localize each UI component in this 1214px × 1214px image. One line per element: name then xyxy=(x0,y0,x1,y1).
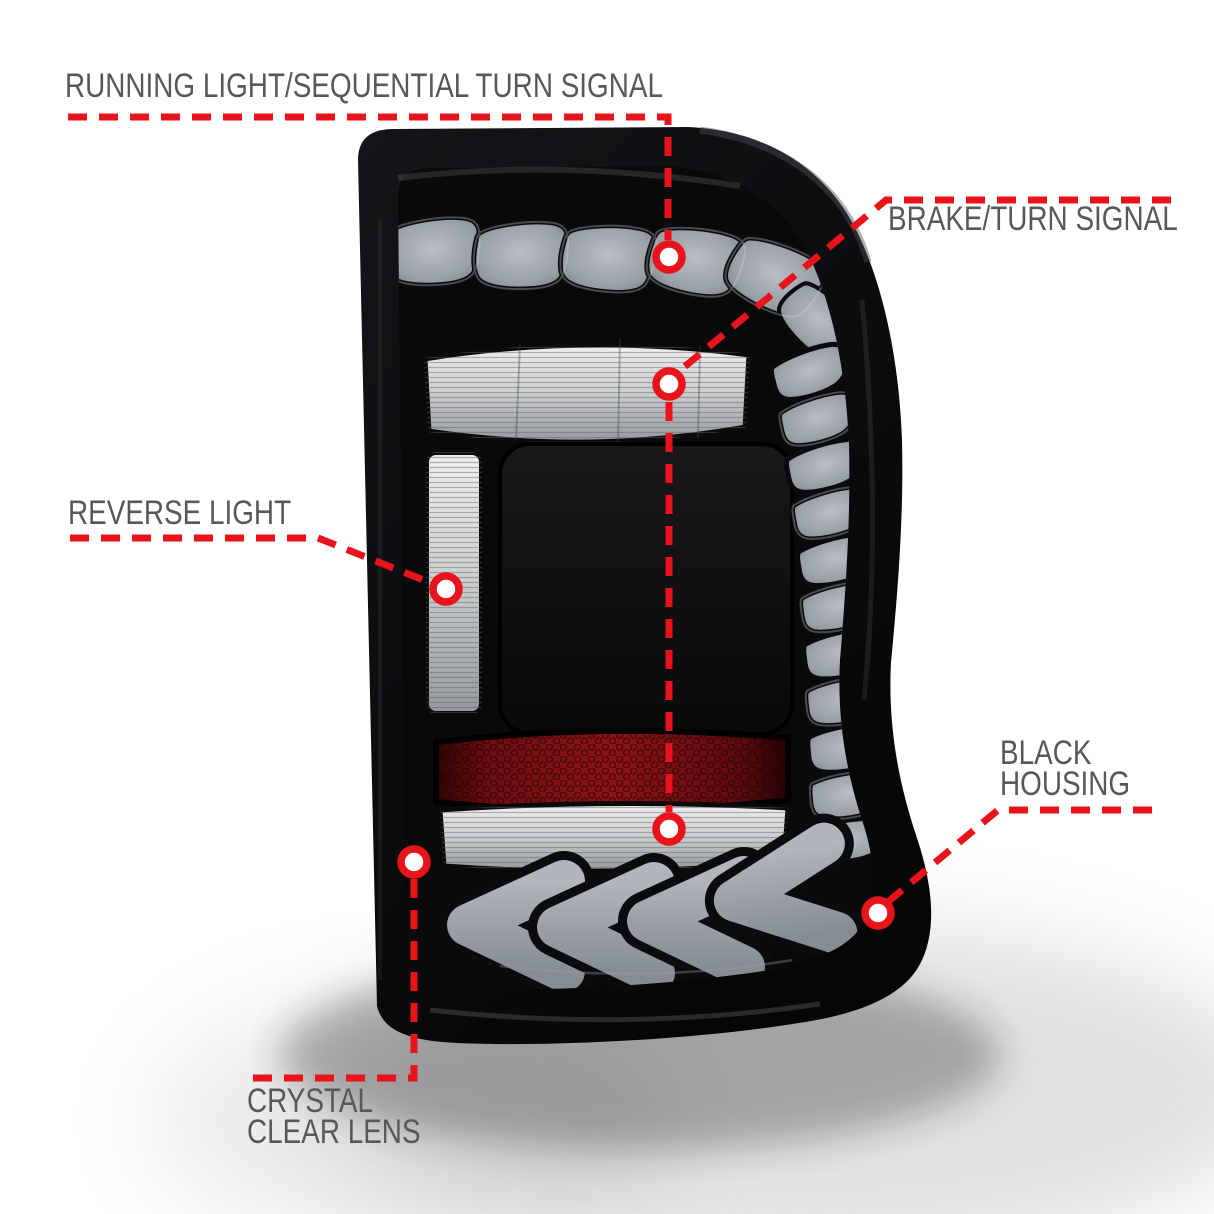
callout-label-text: BRAKE/TURN SIGNAL xyxy=(888,200,1178,238)
leader-line-crystal-clear-lens xyxy=(248,879,418,1082)
callout-label-text-line2: HOUSING xyxy=(1000,765,1131,803)
leader-line-brake-turn-upper xyxy=(674,196,1171,376)
housing-gloss-highlights xyxy=(378,126,876,1023)
brake-turn-signal-band xyxy=(420,337,754,447)
callout-dot-black-housing xyxy=(861,896,895,930)
callout-label-crystal-clear-lens: CRYSTAL CLEAR LENS xyxy=(247,1082,421,1151)
leader-line-running-light xyxy=(68,113,672,240)
callout-label-text-line1: CRYSTAL xyxy=(247,1082,374,1120)
red-reflector-band xyxy=(433,727,791,814)
leader-line-reverse-light xyxy=(70,534,433,587)
callout-label-black-housing: BLACK HOUSING xyxy=(1000,734,1131,803)
callout-dot-brake-turn-lower xyxy=(652,812,686,846)
callout-label-text-line1: BLACK xyxy=(1000,734,1092,772)
callout-dot-running-light xyxy=(652,240,686,274)
callout-label-text-line2: CLEAR LENS xyxy=(247,1113,421,1151)
callout-label-text: REVERSE LIGHT xyxy=(68,494,292,532)
callout-label-brake-turn-signal: BRAKE/TURN SIGNAL xyxy=(888,200,1178,238)
callout-label-text: RUNNING LIGHT/SEQUENTIAL TURN SIGNAL xyxy=(65,67,663,105)
callout-dot-brake-turn-upper xyxy=(652,367,686,401)
lower-clear-strip xyxy=(437,800,791,874)
leader-line-black-housing xyxy=(886,806,1152,904)
callout-dot-reverse-light xyxy=(429,572,463,606)
callout-dot-crystal-clear-lens xyxy=(397,845,431,879)
center-black-panel xyxy=(498,442,794,736)
callout-label-reverse-light: REVERSE LIGHT xyxy=(68,494,292,532)
callout-label-running-light: RUNNING LIGHT/SEQUENTIAL TURN SIGNAL xyxy=(65,67,663,105)
